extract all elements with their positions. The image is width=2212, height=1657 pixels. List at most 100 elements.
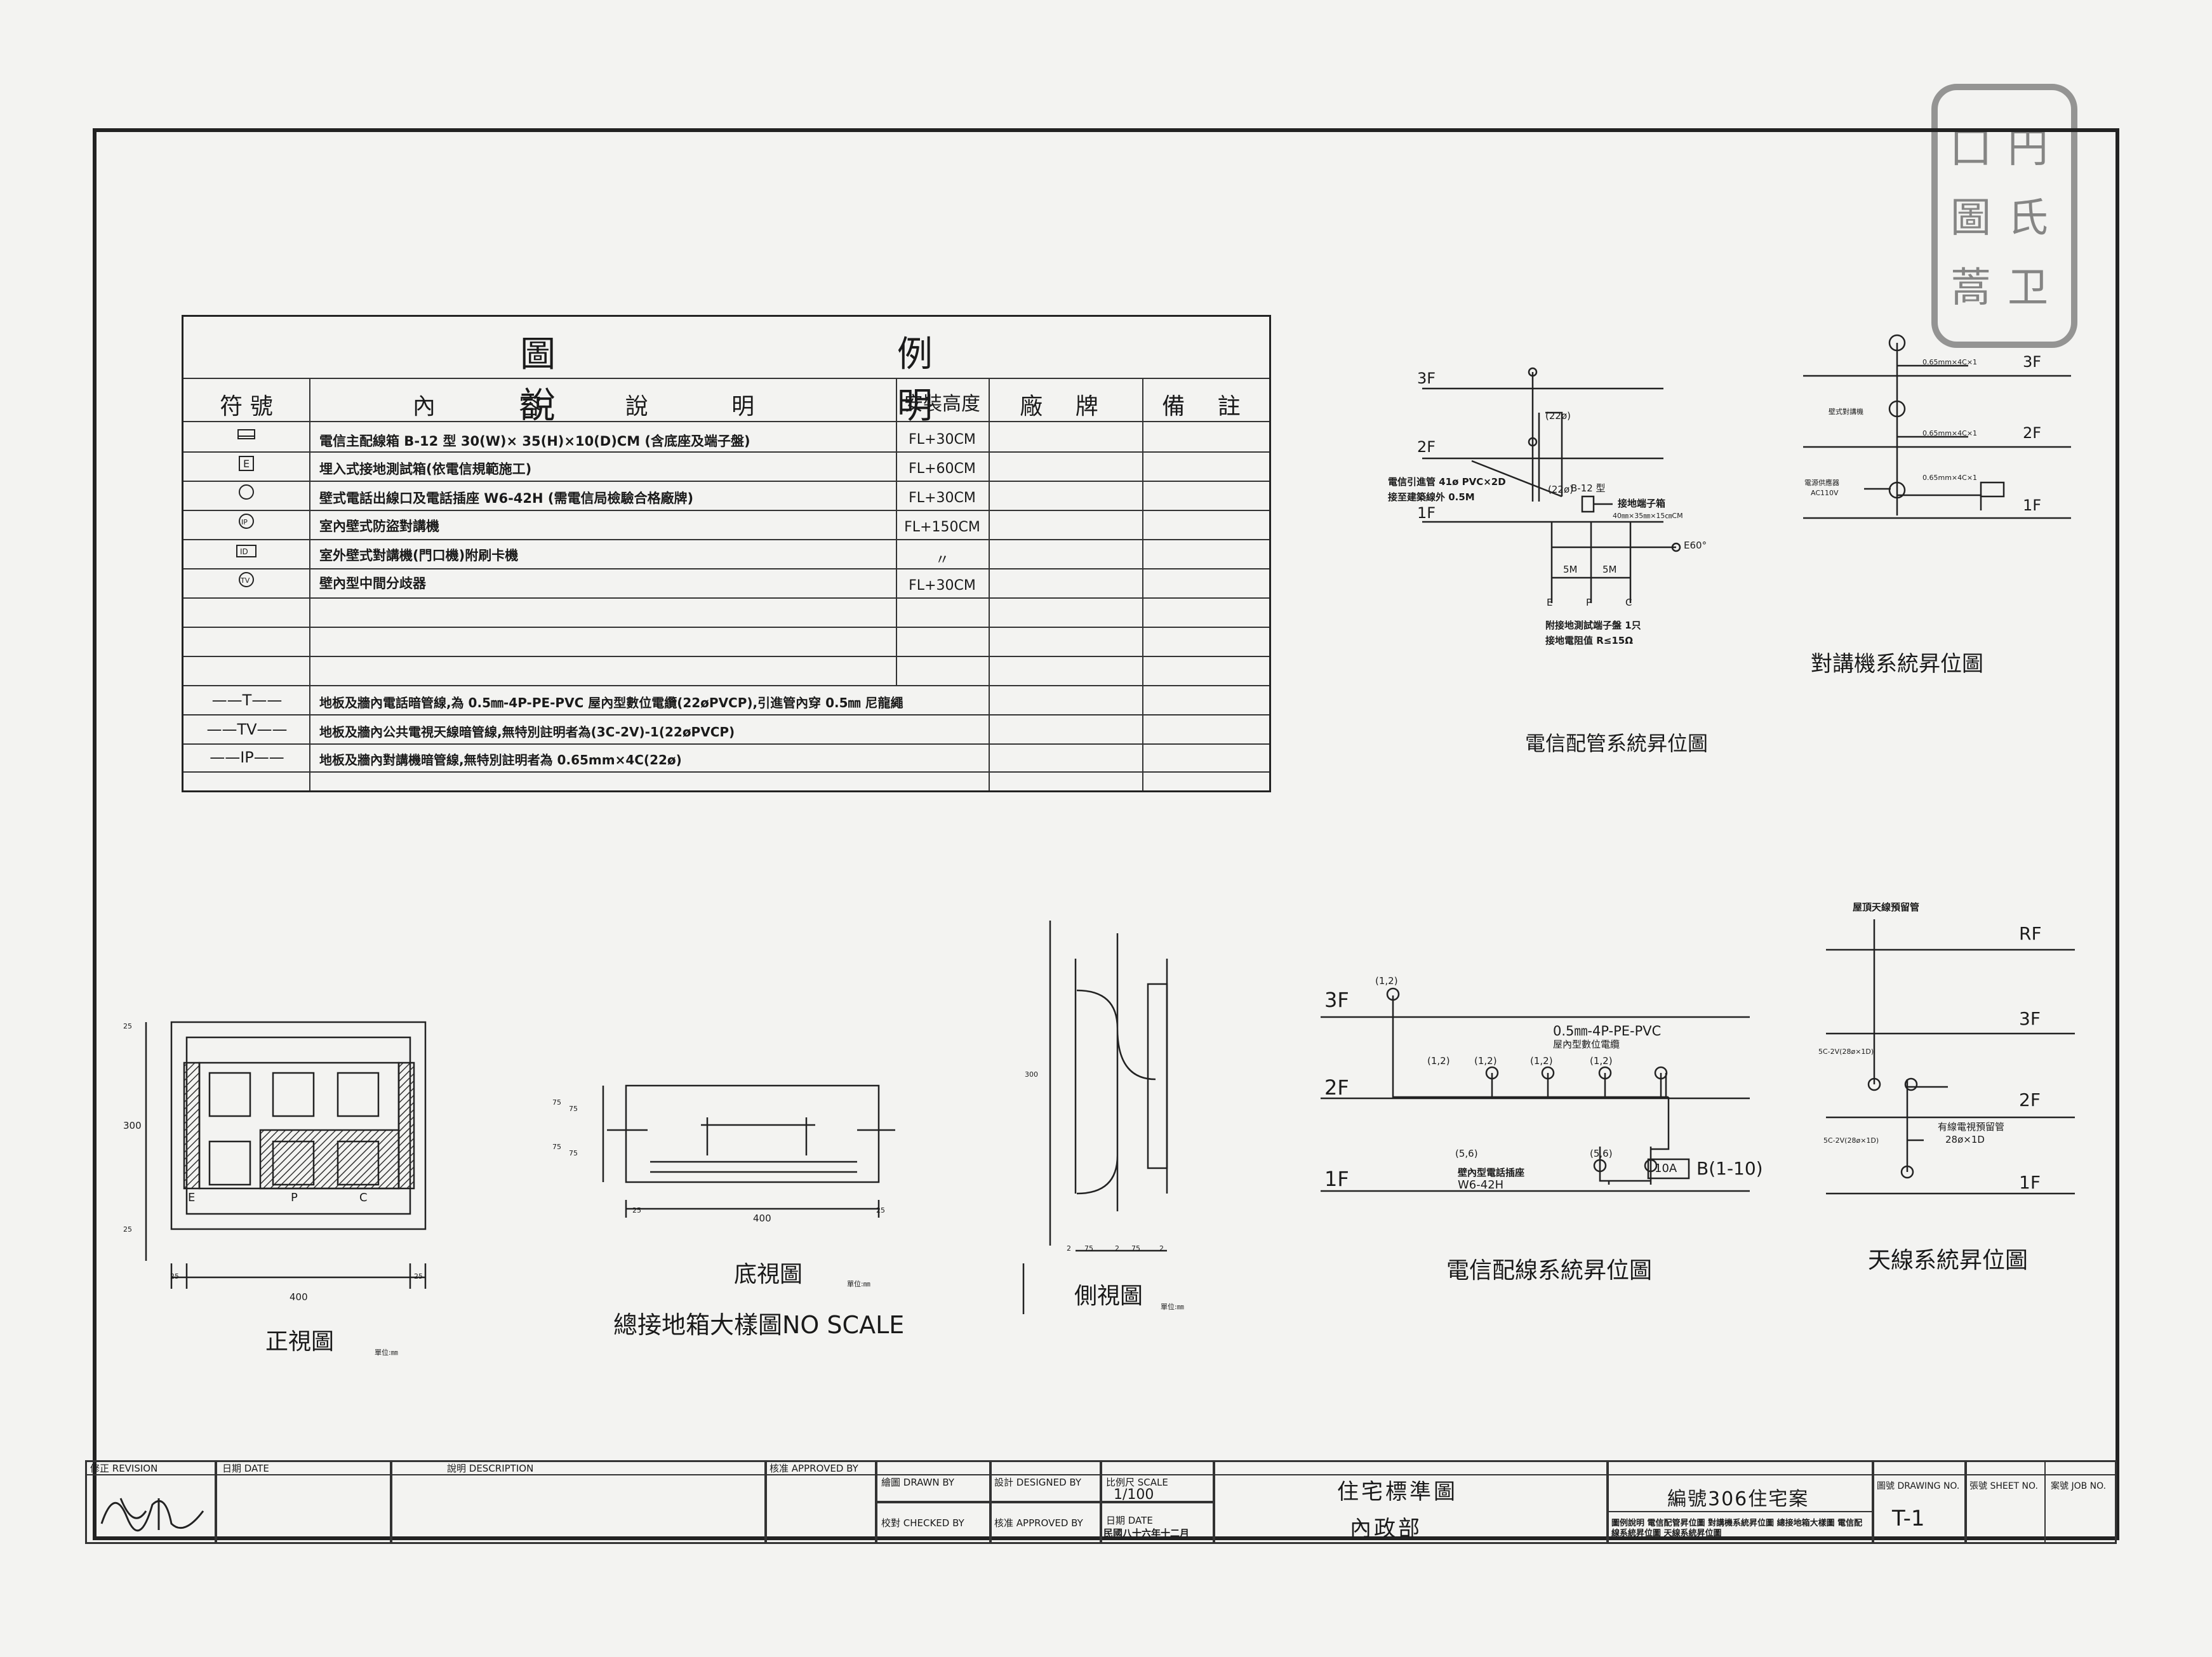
front-p: P <box>291 1191 298 1204</box>
bottom-view-box <box>625 1084 880 1183</box>
bottom-dim-w: 400 <box>753 1213 771 1224</box>
drawing-frame <box>93 128 2119 1540</box>
side-dim-3: 2 <box>1115 1244 1119 1253</box>
line-row-tv: 地板及牆內公共電視天線暗管線,無特別註明者為(3C-2V)-1(22øPVCP) <box>319 724 735 740</box>
riser-box: B-12 型 <box>1571 482 1606 494</box>
legend-height-1: FL+30CM <box>909 432 976 448</box>
riser-p: P <box>1586 597 1592 608</box>
legend-table: 圖 例 說 明 符 號 內 容 說 明 安裝高度 廠 牌 備 註 E IP ID… <box>182 315 1271 792</box>
bottom-dim-d3: 75 <box>569 1105 578 1113</box>
side-dim-4: 75 <box>1131 1244 1140 1253</box>
tb-drawing-no: T-1 <box>1892 1506 1925 1531</box>
wiring-pair2b: (1,2) <box>1474 1055 1497 1067</box>
wiring-1f: 1F <box>1324 1167 1349 1191</box>
riser-pipe-box <box>1581 495 1595 513</box>
wiring-pair2c: (1,2) <box>1530 1055 1553 1067</box>
tb-scale: 1/100 <box>1114 1487 1154 1503</box>
tb-date-val: 民國八十六年十二月 <box>1103 1527 1190 1539</box>
intercom-caption: 對講機系統昇位圖 <box>1811 651 1983 677</box>
front-dim-m2: 25 <box>123 1225 132 1234</box>
tb-job-no-lbl: 案號 JOB NO. <box>2051 1481 2107 1491</box>
tb-date2: 日期 DATE <box>1106 1515 1153 1526</box>
wiring-2f: 2F <box>1324 1075 1349 1100</box>
tb-description: 說明 DESCRIPTION <box>447 1463 534 1474</box>
header-height: 安裝高度 <box>904 393 980 415</box>
junction-box-symbol-icon <box>237 429 255 439</box>
antenna-c1: 5C-2V(28ø×1D) <box>1818 1048 1874 1056</box>
ground-box-symbol-icon: E <box>239 456 254 471</box>
intercom-power: 電源供應器 <box>1804 479 1839 487</box>
riser-pipe-vertical <box>1531 372 1563 502</box>
antenna-roof: 屋頂天線預留管 <box>1853 902 1920 913</box>
antenna-cabletv2: 28ø×1D <box>1945 1134 1985 1145</box>
riser-e60: E60° <box>1684 540 1707 551</box>
outlet-circle-icon <box>239 484 254 500</box>
antenna-cabletv: 有線電視預留管 <box>1938 1121 2005 1133</box>
intercom-w1: 0.65mm×4C×1 <box>1922 474 1978 482</box>
antenna-3f: 3F <box>2019 1008 2041 1029</box>
svg-text:E: E <box>243 458 250 470</box>
wiring-outlet: 壁內型電話插座 <box>1458 1167 1525 1178</box>
bottom-dim-m2: 25 <box>876 1206 885 1214</box>
riser-pipe-1f: 1F <box>1417 504 1436 522</box>
wiring-pair3: (1,2) <box>1375 975 1398 987</box>
riser-incoming: 電信引進管 41ø PVC×2D <box>1388 476 1506 488</box>
riser-rod2: 接地電阻值 R≤15Ω <box>1545 635 1633 646</box>
antenna-c2: 5C-2V(28ø×1D) <box>1823 1136 1879 1145</box>
riser-pipe-2f: 2F <box>1417 438 1436 456</box>
legend-height-6: FL+30CM <box>909 578 976 594</box>
intercom-symbol-icon: IP <box>239 514 254 529</box>
bottom-unit: 單位:㎜ <box>847 1280 870 1288</box>
wiring-box <box>1647 1158 1690 1180</box>
riser-rod: 附接地測試端子盤 1只 <box>1545 620 1641 631</box>
wiring-outlet-model: W6-42H <box>1458 1178 1504 1192</box>
line-code-tv: ——TV—— <box>206 721 288 738</box>
legend-height-5: 〃 <box>935 552 949 568</box>
legend-row-2: 埋入式接地測試箱(依電信規範施工) <box>319 462 532 477</box>
front-dim-m1: 25 <box>123 1022 132 1030</box>
riser-pipe-label: (22ø) <box>1545 410 1571 422</box>
signature-scribble <box>100 1498 204 1532</box>
side-unit: 單位:㎜ <box>1161 1303 1184 1311</box>
wiring-3f: 3F <box>1324 988 1349 1012</box>
wiring-cable: 0.5㎜-4P-PE-PVC <box>1553 1023 1662 1039</box>
legend-row-6: 壁內型中間分歧器 <box>319 576 426 591</box>
tb-approved2: 核准 APPROVED BY <box>994 1517 1083 1529</box>
wiring-box-label: 10A <box>1655 1162 1677 1175</box>
antenna-rf: RF <box>2019 923 2042 944</box>
front-c: C <box>359 1191 368 1204</box>
intercom-unit: 壁式對講機 <box>1829 408 1863 416</box>
antenna-1f: 1F <box>2019 1172 2041 1193</box>
tb-scale-lbl: 比例尺 SCALE <box>1106 1477 1168 1488</box>
seal-stamp: 囗 円 圖 氏 蒿 卫 <box>1931 84 2077 348</box>
tb-series: 編號306住宅案 <box>1667 1488 1809 1510</box>
legend-row-1: 電信主配線箱 B-12 型 30(W)× 35(H)×10(D)CM (含底座及… <box>319 434 750 449</box>
header-content: 內 容 說 明 <box>412 394 793 420</box>
line-code-ip: ——IP—— <box>210 749 284 766</box>
wiring-pair2d: (1,2) <box>1590 1055 1613 1067</box>
front-dim-m3: 25 <box>170 1272 179 1281</box>
riser-c: C <box>1625 597 1632 608</box>
legend-row-5: 室外壁式對講機(門口機)附刷卡機 <box>319 548 519 563</box>
tb-project: 住宅標準圖 <box>1337 1479 1458 1505</box>
header-symbol: 符 號 <box>220 394 273 420</box>
antenna-caption: 天線系統昇位圖 <box>1868 1248 2029 1274</box>
tb-sheet-desc: 圖例說明 電信配管昇位圖 對講機系統昇位圖 總接地箱大樣圖 電信配線系統昇位圖 … <box>1611 1519 1863 1538</box>
riser-e: E <box>1547 597 1553 608</box>
header-remark: 備 註 <box>1162 394 1253 420</box>
detail-main-caption: 總接地箱大樣圖NO SCALE <box>613 1311 905 1339</box>
riser-dist2: 5M <box>1602 564 1617 575</box>
header-brand: 廠 牌 <box>1020 394 1111 420</box>
riser-dist1: 5M <box>1563 564 1578 575</box>
riser-terminal-size: 40㎜×35㎜×15㎝CM <box>1613 512 1683 520</box>
tb-sheet-no-lbl: 張號 SHEET NO. <box>1969 1481 2038 1491</box>
riser-incoming2: 接至建築線外 0.5M <box>1388 491 1475 503</box>
wiring-pair2a: (1,2) <box>1427 1055 1450 1067</box>
title-block: 修正 REVISION 日期 DATE 說明 DESCRIPTION 核准 AP… <box>85 1460 2117 1544</box>
bottom-dim-m1: 25 <box>632 1206 641 1214</box>
legend-height-4: FL+150CM <box>904 519 980 535</box>
intercom-w3: 0.65mm×4C×1 <box>1922 358 1978 366</box>
riser-pipe-caption: 電信配管系統昇位圖 <box>1525 731 1709 755</box>
tb-approved: 核准 APPROVED BY <box>770 1463 858 1474</box>
